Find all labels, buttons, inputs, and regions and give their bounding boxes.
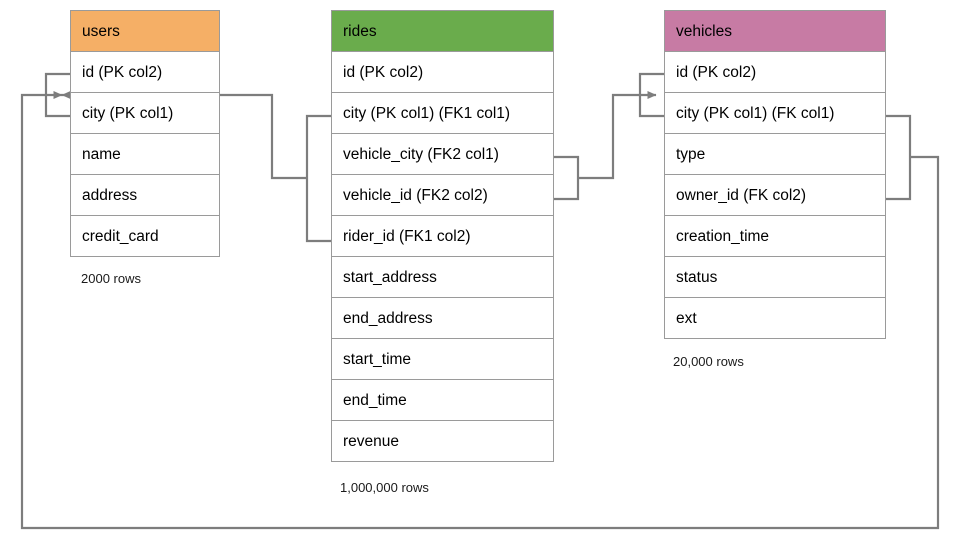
table-vehicles-column-city[interactable]: city (PK col1) (FK col1) xyxy=(665,93,885,134)
connector-rides-fk2-vehicles-stem xyxy=(578,91,657,180)
table-rides-column-vehicle-id[interactable]: vehicle_id (FK2 col2) xyxy=(332,175,553,216)
connector-rides-fk1-users xyxy=(305,114,331,243)
table-users-column-address[interactable]: address xyxy=(71,175,219,216)
connector-vehicles-bracket xyxy=(638,72,664,118)
table-rides-column-start-address[interactable]: start_address xyxy=(332,257,553,298)
table-rides-column-end-address[interactable]: end_address xyxy=(332,298,553,339)
table-users-row-count: 2000 rows xyxy=(81,271,141,286)
table-vehicles-column-status[interactable]: status xyxy=(665,257,885,298)
table-rides-column-rider-id[interactable]: rider_id (FK1 col2) xyxy=(332,216,553,257)
table-rides-column-start-time[interactable]: start_time xyxy=(332,339,553,380)
connector-vehicles-fk-users-stem xyxy=(20,91,940,530)
table-vehicles-column-owner-id[interactable]: owner_id (FK col2) xyxy=(665,175,885,216)
table-rides-title: rides xyxy=(332,11,553,52)
table-vehicles-column-creation-time[interactable]: creation_time xyxy=(665,216,885,257)
table-users-column-id[interactable]: id (PK col2) xyxy=(71,52,219,93)
table-rides-column-vehicle-city[interactable]: vehicle_city (FK2 col1) xyxy=(332,134,553,175)
table-vehicles-row-count: 20,000 rows xyxy=(673,354,744,369)
table-users-column-city[interactable]: city (PK col1) xyxy=(71,93,219,134)
table-vehicles-column-ext[interactable]: ext xyxy=(665,298,885,339)
connector-rides-fk2-vehicles xyxy=(554,155,580,201)
table-users-column-credit-card[interactable]: credit_card xyxy=(71,216,219,257)
table-rides-row-count: 1,000,000 rows xyxy=(340,480,429,495)
table-vehicles[interactable]: vehicles id (PK col2) city (PK col1) (FK… xyxy=(664,10,886,339)
table-vehicles-title: vehicles xyxy=(665,11,885,52)
table-vehicles-column-id[interactable]: id (PK col2) xyxy=(665,52,885,93)
table-users-column-name[interactable]: name xyxy=(71,134,219,175)
table-rides-column-city[interactable]: city (PK col1) (FK1 col1) xyxy=(332,93,553,134)
table-rides-column-end-time[interactable]: end_time xyxy=(332,380,553,421)
table-vehicles-column-type[interactable]: type xyxy=(665,134,885,175)
table-rides-column-id[interactable]: id (PK col2) xyxy=(332,52,553,93)
connector-vehicles-fk-users xyxy=(886,114,912,201)
table-rides[interactable]: rides id (PK col2) city (PK col1) (FK1 c… xyxy=(331,10,554,462)
table-users[interactable]: users id (PK col2) city (PK col1) name a… xyxy=(70,10,220,257)
table-rides-column-revenue[interactable]: revenue xyxy=(332,421,553,462)
table-users-title: users xyxy=(71,11,219,52)
